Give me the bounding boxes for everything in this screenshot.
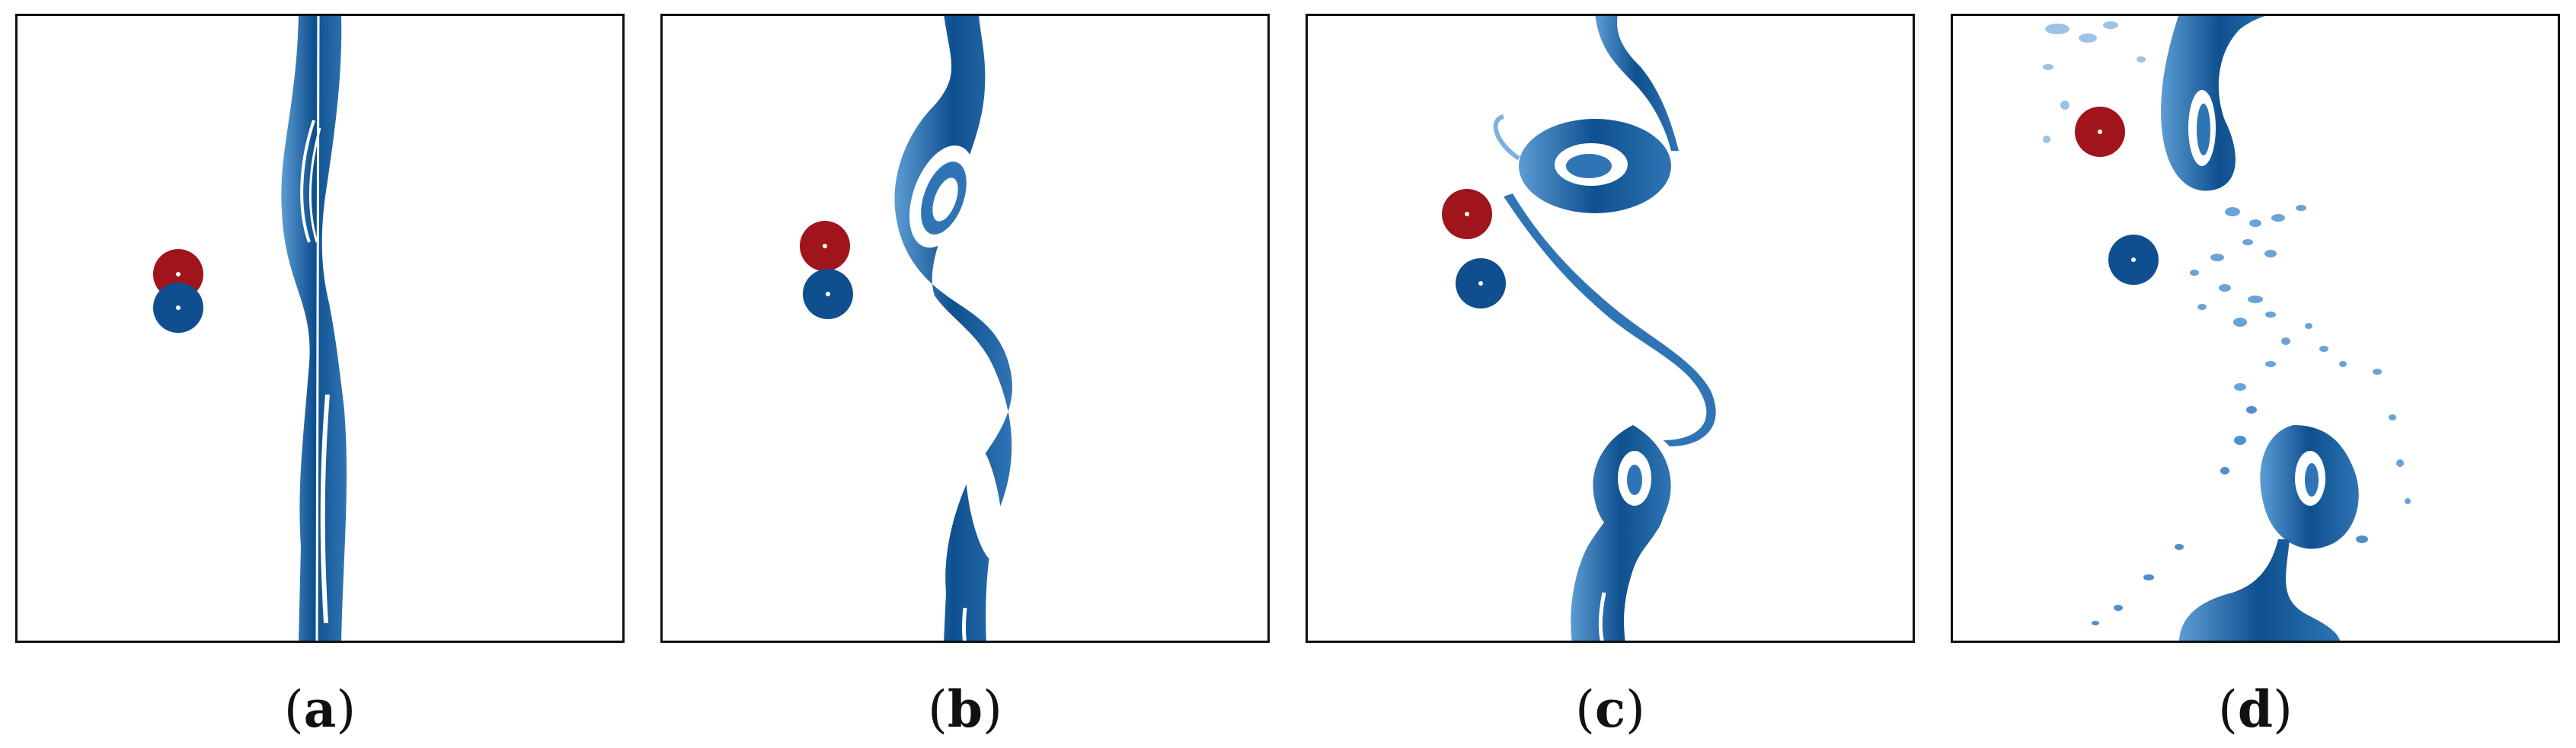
vortex-sheet [1504,193,1716,446]
debris-top [2043,21,2146,143]
caption-a: (a) [283,679,356,739]
panel-c: (c) [1306,14,1915,735]
upper-vortex [2161,14,2278,191]
debris-middle [2190,205,2411,504]
vortex-street [281,14,347,643]
panel-a: (a) [15,14,625,735]
panel-d: (d) [1951,14,2560,735]
panel-c-plot [1306,14,1915,643]
caption-c: (c) [1575,679,1645,739]
bottom-plume [2179,539,2341,643]
caption-b: (b) [928,679,1002,739]
caption-d: (d) [2218,679,2293,739]
panel-d-plot [1951,14,2560,643]
lower-vortex [1571,425,1671,643]
panel-b-plot [660,14,1270,643]
panel-b: (b) [660,14,1270,735]
panel-a-plot [15,14,625,643]
